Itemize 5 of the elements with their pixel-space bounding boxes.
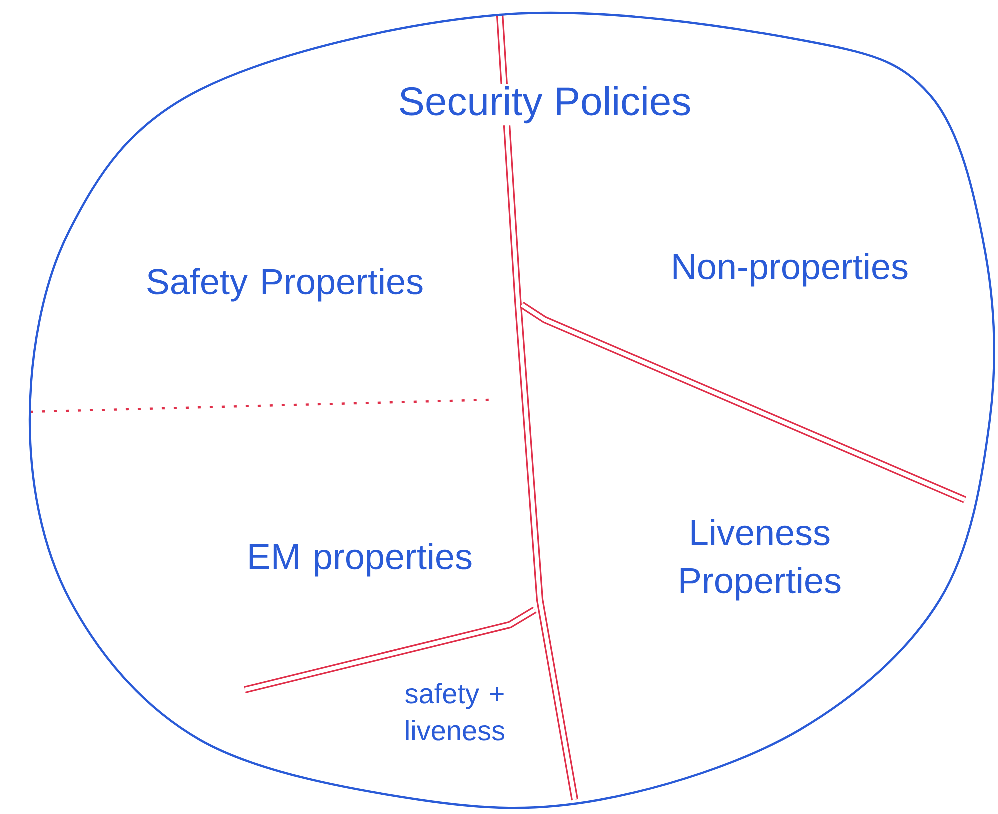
region-label: Non-properties xyxy=(674,253,908,287)
region-label: EM properties xyxy=(250,543,472,577)
region-label: Liveness Properties xyxy=(680,519,841,601)
region-label: safety + liveness xyxy=(406,683,505,741)
region-label: Safety Properties xyxy=(148,268,423,302)
